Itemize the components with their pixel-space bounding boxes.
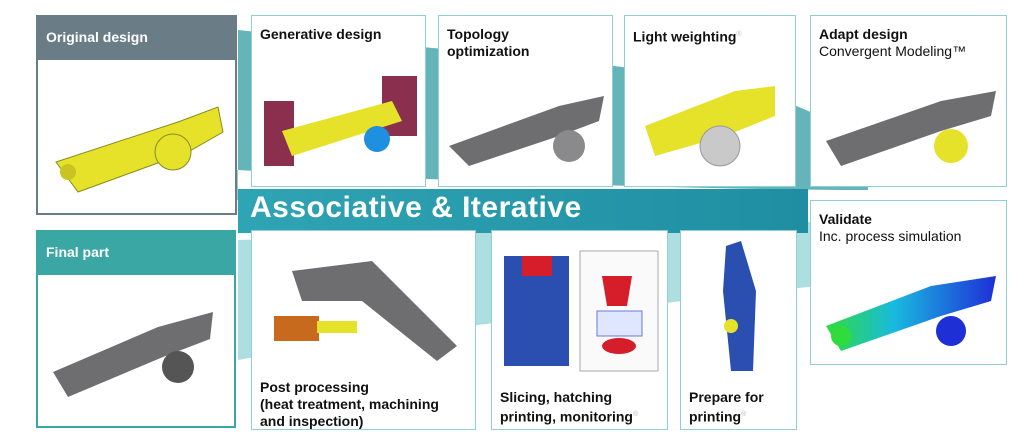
card-validate: Validate Inc. process simulation [810, 200, 1007, 365]
slicing-line1: Slicing, hatching [500, 389, 613, 405]
final-part-title: Final part [46, 244, 110, 260]
topology-image [449, 96, 604, 166]
original-design-title: Original design [46, 29, 148, 45]
card-final-part: Final part [36, 230, 236, 428]
light-weighting-image [645, 86, 775, 167]
card-light-weighting: Light weighting® [624, 15, 796, 187]
generative-design-image [264, 76, 417, 166]
slicing-title: Slicing, hatching printing, monitoring® [500, 389, 638, 426]
card-topology-optimization: Topology optimization [438, 15, 613, 187]
associative-banner [238, 189, 808, 233]
prepare-printing-line2: printing® [689, 406, 764, 426]
validate-simulation-image [826, 276, 996, 351]
registered-mark: ® [632, 411, 639, 418]
registered-mark: ® [741, 411, 747, 418]
validate-title: Validate Inc. process simulation [819, 211, 961, 245]
validate-subtitle: Inc. process simulation [819, 228, 962, 244]
card-slicing: Slicing, hatching printing, monitoring® [491, 230, 668, 430]
banner-text: Associative & Iterative [250, 191, 582, 224]
final-part-image [53, 312, 213, 397]
slicing-line2: printing, monitoring® [500, 406, 638, 426]
post-processing-image [274, 261, 457, 361]
light-weighting-title-text: Light weighting [633, 28, 737, 45]
card-prepare-printing: Prepare for printing® [680, 230, 797, 430]
adapt-design-subtitle: Convergent Modeling™ [819, 43, 967, 59]
adapt-design-image [826, 91, 996, 166]
post-processing-title: Post processing (heat treatment, machini… [260, 379, 439, 430]
prepare-printing-image [723, 241, 756, 371]
post-processing-line1: Post processing [260, 379, 369, 395]
topology-title: Topology optimization [447, 26, 529, 60]
card-generative-design: Generative design [251, 15, 426, 187]
card-post-processing: Post processing (heat treatment, machini… [251, 230, 476, 430]
card-original-design: Original design [36, 15, 237, 215]
slicing-line2-text: printing, monitoring [500, 408, 633, 425]
original-bracket-image [55, 106, 224, 193]
card-adapt-design: Adapt design Convergent Modeling™ [810, 15, 1007, 187]
prepare-printing-line2-text: printing [689, 408, 742, 425]
adapt-design-title-text: Adapt design [819, 26, 908, 42]
post-processing-line2: (heat treatment, machining [260, 396, 439, 412]
light-weighting-title: Light weighting® [633, 26, 742, 46]
final-part-header: Final part [38, 232, 234, 275]
post-processing-line3: and inspection) [260, 413, 364, 429]
topology-title-line1: Topology [447, 26, 509, 42]
prepare-printing-title: Prepare for printing® [689, 389, 764, 426]
generative-design-title: Generative design [260, 26, 382, 42]
original-design-header: Original design [38, 17, 235, 60]
prepare-printing-line1: Prepare for [689, 389, 764, 405]
adapt-design-title: Adapt design Convergent Modeling™ [819, 26, 966, 60]
slicing-image [504, 250, 659, 372]
topology-title-line2: optimization [447, 43, 530, 59]
registered-mark: ® [736, 31, 742, 38]
validate-title-text: Validate [819, 211, 872, 227]
